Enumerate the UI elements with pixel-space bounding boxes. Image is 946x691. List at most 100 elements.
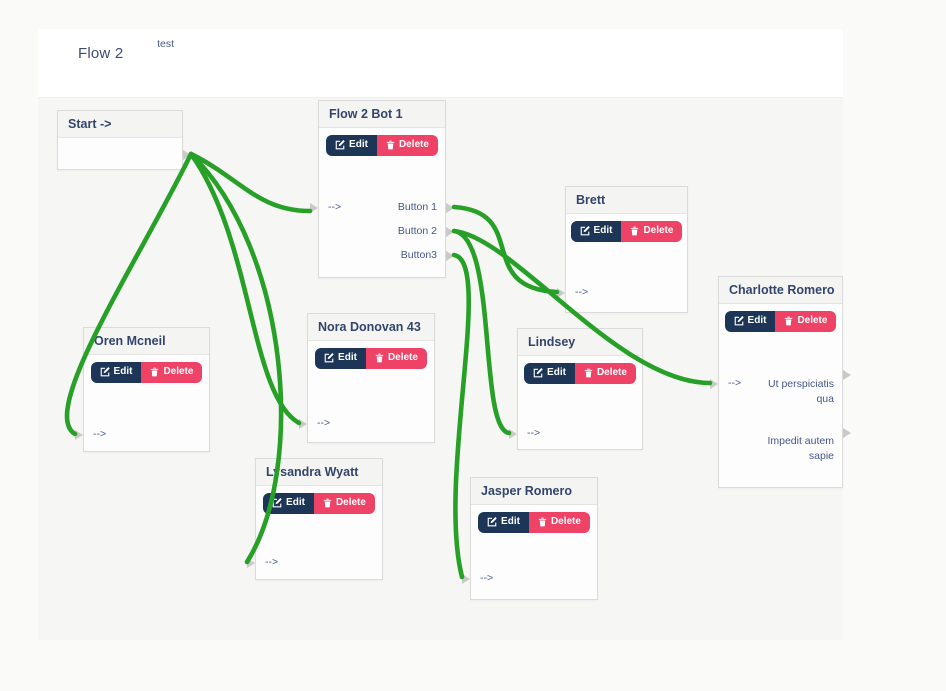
node-nora-donovan[interactable]: Nora Donovan 43 Edit Delete --> xyxy=(299,313,435,443)
trash-icon xyxy=(150,367,159,377)
connection-start-to-oren[interactable] xyxy=(64,151,194,437)
edit-icon xyxy=(580,226,590,236)
input-port-label: --> xyxy=(527,427,541,439)
output-port-label: Ut perspiciatis qua xyxy=(768,378,834,405)
node-brett[interactable]: Brett Edit Delete --> xyxy=(557,186,688,313)
input-port[interactable] xyxy=(509,429,517,439)
edit-icon xyxy=(324,353,334,363)
edit-button[interactable]: Edit xyxy=(90,362,142,383)
delete-button-label: Delete xyxy=(387,352,418,363)
trash-icon xyxy=(584,368,593,378)
node-title: Start -> xyxy=(58,111,182,138)
edit-button-label: Edit xyxy=(501,516,520,527)
delete-button[interactable]: Delete xyxy=(313,493,375,514)
connection-start-to-lysandra[interactable] xyxy=(188,151,284,565)
node-title: Brett xyxy=(566,187,687,214)
node-flow2-bot1[interactable]: Flow 2 Bot 1 Edit Delete --> Button 1 Bu… xyxy=(310,100,454,278)
edit-button-label: Edit xyxy=(286,497,305,508)
output-port[interactable] xyxy=(183,150,191,160)
input-port-label: --> xyxy=(728,377,742,389)
input-port[interactable] xyxy=(75,430,83,440)
trash-icon xyxy=(630,226,639,236)
edit-icon xyxy=(533,368,543,378)
delete-button[interactable]: Delete xyxy=(365,348,427,369)
connection-button1-to-brett[interactable] xyxy=(451,204,560,295)
delete-button-label: Delete xyxy=(163,366,194,377)
edit-button[interactable]: Edit xyxy=(326,135,377,156)
edit-button-label: Edit xyxy=(747,315,767,326)
output-port[interactable] xyxy=(446,251,454,261)
edit-button[interactable]: Edit xyxy=(724,311,776,332)
input-port-label: --> xyxy=(317,417,331,429)
delete-button[interactable]: Delete xyxy=(528,512,590,533)
input-port[interactable] xyxy=(462,574,470,584)
delete-button-label: Delete xyxy=(797,315,828,326)
edit-button[interactable]: Edit xyxy=(315,348,366,369)
delete-button[interactable]: Delete xyxy=(141,362,203,383)
input-port-label: --> xyxy=(93,428,107,440)
edit-button-label: Edit xyxy=(349,139,368,150)
delete-button-label: Delete xyxy=(596,367,627,378)
output-port[interactable] xyxy=(446,227,454,237)
edit-icon xyxy=(734,316,744,326)
edit-button-label: Edit xyxy=(338,352,357,363)
node-title: Flow 2 Bot 1 xyxy=(319,101,445,128)
input-port-label: --> xyxy=(328,201,342,213)
node-oren-mcneil[interactable]: Oren Mcneil Edit Delete --> xyxy=(75,327,210,452)
delete-button[interactable]: Delete xyxy=(621,221,683,242)
edit-icon xyxy=(487,517,497,527)
delete-button[interactable]: Delete xyxy=(376,135,438,156)
trash-icon xyxy=(323,498,332,508)
connection-button2-to-charlotte[interactable] xyxy=(451,228,713,386)
output-port[interactable] xyxy=(843,428,851,438)
trash-icon xyxy=(375,353,384,363)
edit-button[interactable]: Edit xyxy=(570,221,622,242)
edit-button[interactable]: Edit xyxy=(524,363,575,384)
delete-button[interactable]: Delete xyxy=(574,363,636,384)
node-title: Jasper Romero xyxy=(471,478,597,505)
delete-button-label: Delete xyxy=(643,225,674,236)
node-title: Lindsey xyxy=(518,329,642,356)
edit-button-label: Edit xyxy=(113,366,133,377)
trash-icon xyxy=(386,140,395,150)
node-title: Nora Donovan 43 xyxy=(308,314,434,341)
edit-button-label: Edit xyxy=(547,367,566,378)
input-port-label: --> xyxy=(575,286,589,298)
trash-icon xyxy=(784,316,793,326)
output-port-label: Button 2 xyxy=(397,225,437,237)
input-port[interactable] xyxy=(247,558,255,568)
node-start[interactable]: Start -> test xyxy=(57,38,191,170)
page-title: Flow 2 xyxy=(78,45,124,62)
delete-button[interactable]: Delete xyxy=(775,311,837,332)
output-port[interactable] xyxy=(446,203,454,213)
output-port-label: Button3 xyxy=(400,249,437,261)
connection-button2-to-lindsey[interactable] xyxy=(451,228,512,436)
edit-button[interactable]: Edit xyxy=(478,512,529,533)
input-port[interactable] xyxy=(299,419,307,429)
edit-icon xyxy=(272,498,282,508)
input-port[interactable] xyxy=(310,203,318,213)
output-port-label: test xyxy=(157,38,174,50)
edit-icon xyxy=(335,140,345,150)
connection-start-to-flow2bot1[interactable] xyxy=(188,151,313,214)
trash-icon xyxy=(538,517,547,527)
delete-button-label: Delete xyxy=(398,139,429,150)
node-title: Oren Mcneil xyxy=(84,328,209,355)
output-port-label: Impedit autem sapie xyxy=(767,435,834,462)
edit-button-label: Edit xyxy=(593,225,613,236)
edit-icon xyxy=(100,367,110,377)
connection-button3-to-jasper[interactable] xyxy=(451,252,471,580)
edit-button[interactable]: Edit xyxy=(263,493,314,514)
input-port[interactable] xyxy=(557,288,565,298)
output-port-label: Button 1 xyxy=(397,201,437,213)
output-port[interactable] xyxy=(843,370,851,380)
input-port-label: --> xyxy=(480,572,494,584)
node-jasper-romero[interactable]: Jasper Romero Edit Delete --> xyxy=(462,477,598,600)
input-port[interactable] xyxy=(710,379,718,389)
delete-button-label: Delete xyxy=(335,497,366,508)
node-charlotte-romero[interactable]: Charlotte Romero Edit Delete --> Ut pers… xyxy=(710,276,851,488)
node-lindsey[interactable]: Lindsey Edit Delete --> xyxy=(509,328,643,450)
input-port-label: --> xyxy=(265,556,279,568)
